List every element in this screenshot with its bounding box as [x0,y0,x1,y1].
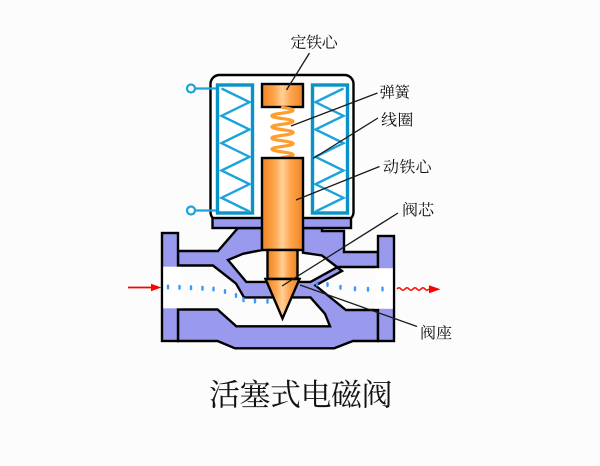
leader-valve-core [281,212,399,287]
label-moving-core [383,158,431,174]
fluid-dot [234,293,238,298]
bore-mouth-right [375,268,393,309]
fluid-dot [326,282,329,287]
leader-spring [290,92,378,127]
terminal-top-ring [185,83,197,94]
fluid-dots [166,281,384,304]
valve-stem [266,248,299,281]
spring [270,105,295,160]
label-spring [380,84,410,99]
leader-valve-seat [299,284,418,328]
terminal-bottom-ring [185,205,197,216]
moving-core-body [260,156,305,252]
label-coil [381,112,413,127]
fluid-dot [366,286,370,292]
coil-left-winding [218,87,253,213]
fluid-dot [166,284,170,290]
fluid-dot [178,284,181,290]
leader-fixed-core [285,52,311,91]
fluid-dot [381,286,384,292]
flow-arrow-out-head [429,285,441,294]
label-fixed-core [291,34,338,50]
leader-coil [312,117,379,160]
flow-arrow-out-squiggle [396,287,430,291]
fluid-dot [315,281,319,287]
valve-tip [263,277,302,322]
diagram-title [210,379,391,409]
flow-arrow-in-head [151,283,162,292]
fixed-core [260,82,305,109]
fluid-dot [189,285,193,291]
label-valve-seat [421,324,452,340]
flow-arrow-out [396,285,441,294]
flow-arrow-in [128,283,162,292]
fluid-dot [212,286,215,292]
fluid-dot [242,297,245,303]
terminal-top [185,83,218,94]
fluid-dot [223,289,227,294]
moving-core [260,156,305,322]
coil-left [215,83,255,215]
coil-right [310,83,350,215]
fluid-dot [266,298,269,304]
terminal-bottom [185,205,218,216]
leader-moving-core [295,165,380,201]
fluid-dot [201,285,204,291]
fluid-dot [353,286,357,292]
fluid-dot [253,298,257,304]
label-valve-core [403,201,434,217]
bore-mouth-left [163,266,181,309]
coil-right-winding [312,87,347,213]
fluid-dot [339,284,342,290]
